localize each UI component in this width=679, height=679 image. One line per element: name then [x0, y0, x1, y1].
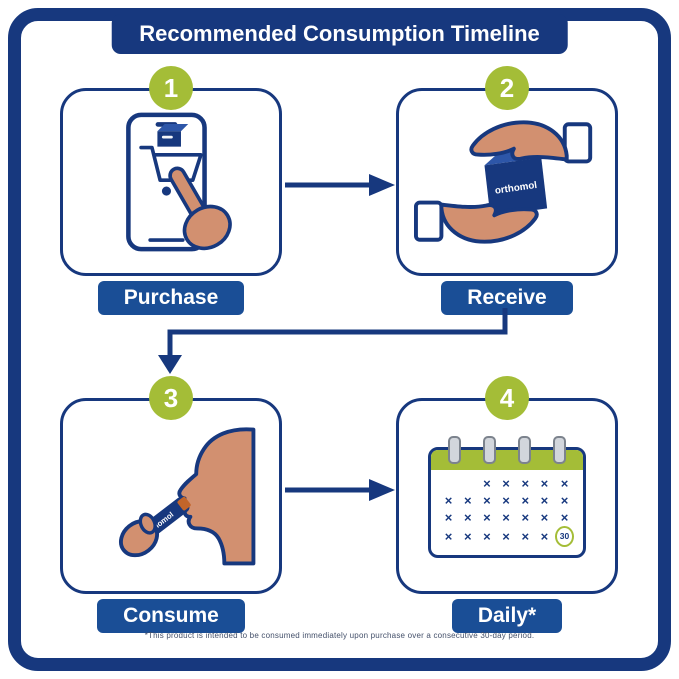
calendar-ring	[448, 435, 461, 464]
step-consume: 3 orthomol Consume	[60, 376, 282, 633]
calendar-rings	[428, 435, 586, 464]
calendar-x-mark: ×	[540, 492, 549, 508]
calendar-x-mark: ×	[502, 492, 510, 508]
product-box-small	[157, 123, 189, 147]
calendar-x-mark: ×	[540, 509, 549, 525]
arrow-receive-to-consume	[158, 308, 508, 374]
pointing-hand	[168, 166, 232, 251]
step-1-label: Purchase	[97, 281, 245, 315]
step-2-number: 2	[499, 72, 515, 103]
calendar-x-mark: ×	[540, 528, 549, 544]
calendar-x-mark: ×	[483, 528, 491, 544]
cart-wheel-left	[161, 186, 171, 196]
face-profile	[177, 427, 256, 566]
calendar-x-mark: ×	[463, 492, 472, 508]
calendar-x-mark: ×	[463, 509, 472, 525]
thumb	[138, 512, 157, 535]
step-3-label: Consume	[97, 599, 245, 633]
step-card-purchase	[60, 88, 282, 276]
calendar-final-day: 30	[554, 525, 574, 547]
ampoule-tip	[177, 496, 191, 511]
footnote: *This product is intended to be consumed…	[144, 631, 535, 640]
step-4-number: 4	[499, 382, 515, 413]
step-2-badge: 2	[485, 66, 529, 110]
calendar-x-mark: ×	[521, 528, 530, 544]
calendar-grid: ×××××××××××××××××××××××××30	[431, 470, 583, 555]
calendar-x-mark: ×	[560, 509, 569, 525]
step-card-daily: ×××××××××××××××××××××××××30	[396, 398, 618, 594]
step-4-label: Daily*	[451, 599, 563, 633]
calendar-x-mark: ×	[502, 528, 510, 544]
calendar-x-mark: ×	[483, 492, 491, 508]
calendar-x-mark: ×	[444, 492, 453, 508]
calendar-ring	[518, 435, 531, 464]
calendar-x-mark: ×	[502, 475, 510, 491]
calendar-x-mark: ×	[502, 509, 510, 525]
page-title: Recommended Consumption Timeline	[111, 14, 568, 54]
calendar-ring	[483, 435, 496, 464]
calendar-x-mark: ×	[560, 492, 569, 508]
calendar-x-mark: ×	[521, 509, 530, 525]
step-4-badge: 4	[485, 376, 529, 420]
calendar-x-mark: ×	[444, 509, 453, 525]
arrow-purchase-to-receive	[285, 174, 395, 196]
hands-box-icon: orthomol	[414, 120, 593, 244]
step-receive: 2 orthomol Receive	[396, 66, 618, 315]
step-1-number: 1	[163, 72, 179, 103]
calendar-header	[431, 449, 583, 470]
step-3-badge: 3	[149, 376, 193, 420]
calendar-x-mark: ×	[521, 492, 530, 508]
phone-cart-icon	[126, 112, 232, 252]
calendar-x-mark: ×	[483, 509, 491, 525]
step-card-receive: orthomol	[396, 88, 618, 276]
calendar-x-mark: ×	[483, 475, 491, 491]
step-daily: 4 ×××××××××××××××××××××××××30 Daily*	[396, 376, 618, 633]
calendar-x-mark: ×	[540, 475, 549, 491]
arrow-consume-to-daily	[285, 479, 395, 501]
step-card-consume: orthomol	[60, 398, 282, 594]
step-purchase: 1	[60, 66, 282, 315]
calendar-x-mark: ×	[560, 475, 569, 491]
lower-hand	[414, 200, 539, 244]
calendar-body: ×××××××××××××××××××××××××30	[428, 446, 586, 558]
step-3-number: 3	[163, 382, 179, 413]
calendar-icon: ×××××××××××××××××××××××××30	[428, 435, 586, 558]
step-1-badge: 1	[149, 66, 193, 110]
drink-ampoule-icon: orthomol	[119, 427, 256, 566]
calendar-x-mark: ×	[463, 528, 472, 544]
calendar-x-mark: ×	[521, 475, 530, 491]
calendar-x-mark: ×	[444, 528, 453, 544]
upper-hand	[469, 120, 593, 164]
calendar-ring	[553, 435, 566, 464]
